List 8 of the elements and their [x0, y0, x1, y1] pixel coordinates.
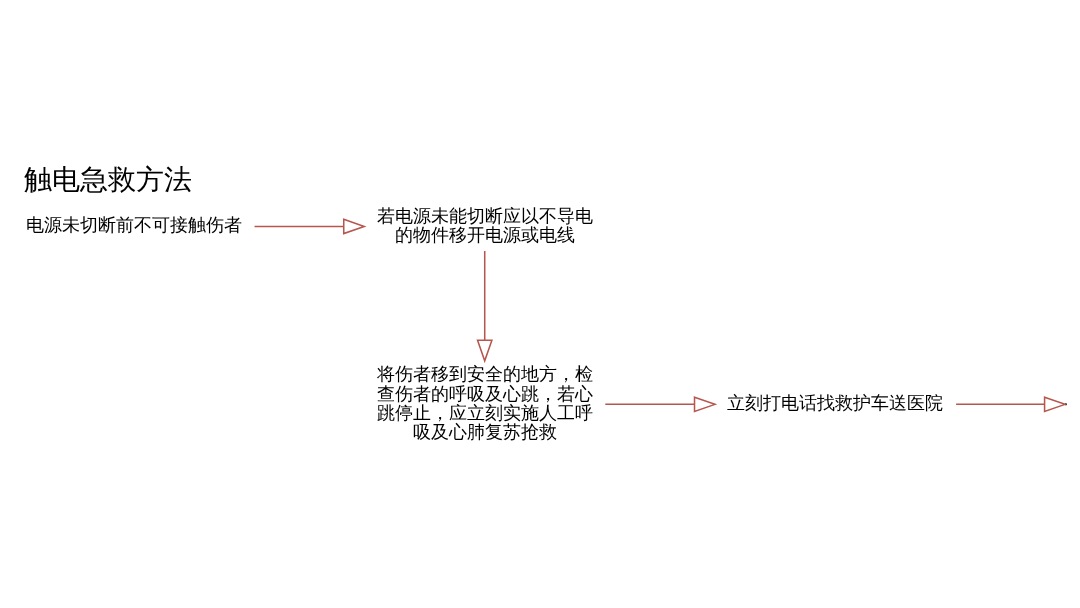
node-text: 若电源未能切断应以不导电的物件移开电源或电线: [376, 204, 593, 245]
node-text: 将伤者移到安全的地方，检查伤者的呼吸及心跳，若心跳停止，应立刻实施人工呼吸及心肺复苏抢救: [376, 362, 593, 442]
node-text: 立刻打电话找救护车送医院: [727, 391, 944, 413]
arrow: [253, 217, 367, 235]
arrow: [604, 395, 718, 413]
node-text: 电源未切断前不可接触伤者: [25, 213, 242, 235]
arrow: [476, 249, 493, 363]
diagram-title: 触电急救方法: [23, 162, 192, 196]
